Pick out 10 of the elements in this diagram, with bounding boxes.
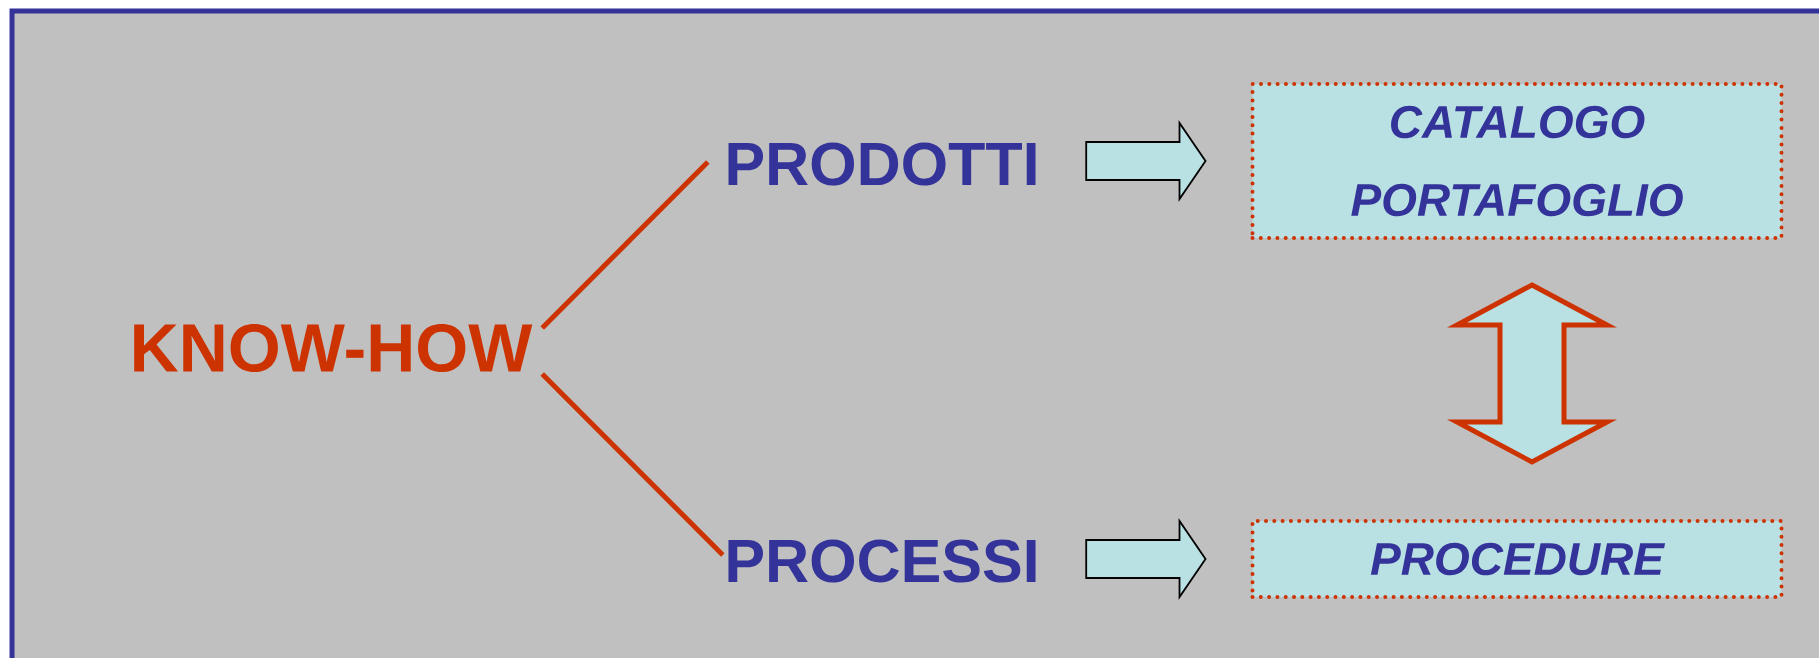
connector-line (540, 372, 725, 557)
double-block-arrow (1447, 282, 1617, 465)
dotted-box: CATALOGO PORTAFOGLIO (1250, 82, 1784, 240)
heading-text: PROCESSI (728, 539, 1036, 583)
heading-text: PRODOTTI (728, 142, 1036, 186)
block-arrow (1085, 120, 1207, 202)
dotted-box: PROCEDURE (1250, 519, 1784, 599)
heading-text: KNOW-HOW (134, 323, 533, 373)
connector-line (540, 160, 710, 330)
block-arrow (1085, 518, 1207, 600)
